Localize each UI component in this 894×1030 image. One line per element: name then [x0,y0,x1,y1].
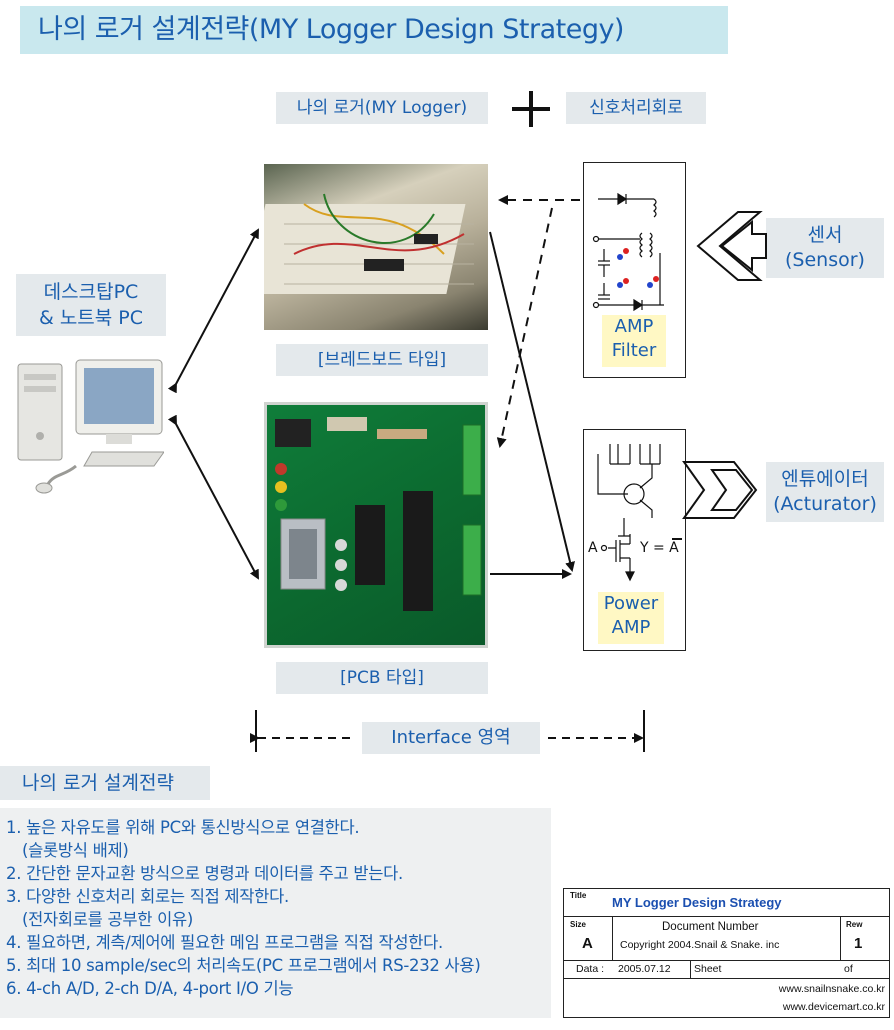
actuator-label-line-2: (Acturator) [773,493,877,515]
sheet-label: Sheet [694,963,722,975]
power-amp-tag: Power AMP [598,592,664,644]
plus-sign-vertical [529,91,533,127]
pcb-label: [PCB 타입] [276,662,488,694]
strategy-item: 3. 다양한 신호처리 회로는 직접 제작한다. [6,887,289,906]
title-label: Title [570,891,587,900]
title-block: Title MY Logger Design Strategy Size A D… [563,888,890,1018]
arrow-pc-pcb [167,414,259,580]
power-amp-line-2: AMP [611,617,651,638]
of-label: of [844,963,853,975]
strategy-item: 2. 간단한 문자교환 방식으로 명령과 데이터를 주고 받는다. [6,864,403,883]
interface-range [250,710,645,752]
date-label: Data : [576,963,605,975]
computer-icon [17,359,164,494]
rev-value: 1 [854,935,863,952]
pcb-photo [264,402,488,648]
circuit-input-a: A [588,540,598,556]
strategy-item: 6. 4-ch A/D, 2-ch D/A, 4-port I/O 기능 [6,979,294,998]
title-value: MY Logger Design Strategy [612,895,782,910]
strategy-item: 5. 최대 10 sample/sec의 처리속도(PC 프로그램에서 RS-2… [6,956,481,975]
not-overline [672,538,682,540]
page-title: 나의 로거 설계전략(MY Logger Design Strategy) [20,6,728,54]
title-block-title-row: Title MY Logger Design Strategy [564,889,889,917]
power-amp-circuit: A Y = A Power AMP [583,429,686,651]
strategy-title: 나의 로거 설계전략 [0,766,210,800]
sensor-label-line-2: (Sensor) [785,249,865,271]
strategy-item: (전자회로를 공부한 이유) [22,910,193,929]
signal-processing-label: 신호처리회로 [566,92,706,124]
actuator-label: 엔튜에이터 (Acturator) [766,462,884,522]
date-value: 2005.07.12 [618,963,671,975]
copyright: Copyright 2004.Snail & Snake. inc [620,939,780,951]
arrow-amp-to-pcb [496,207,553,448]
breadboard-label: [브레드보드 타입] [276,344,488,376]
arrow-breadboard-to-power [489,231,575,572]
amp-filter-schematic [592,192,664,312]
title-block-doc-row: Size A Document Number Copyright 2004.Sn… [564,917,889,961]
size-label: Size [570,920,587,929]
strategy-item: 4. 필요하면, 계측/제어에 필요한 메임 프로그램을 직접 작성한다. [6,933,443,952]
strategy-list: 1. 높은 자유도를 위해 PC와 통신방식으로 연결한다. (슬롯방식 배제)… [0,808,551,1018]
breadboard-photo [246,164,488,330]
pc-label-line-2: & 노트북 PC [38,307,144,329]
my-logger-label: 나의 로거(MY Logger) [276,92,488,124]
power-amp-schematic [597,444,661,582]
breadboard-illustration [246,193,474,294]
strategy-item: (슬롯방식 배제) [22,841,129,860]
actuator-arrow-icon [682,461,758,519]
circuit-output-y: Y = A [640,540,679,556]
pcb-illustration [275,417,482,611]
sensor-label-line-1: 센서 [807,224,843,246]
size-value: A [582,935,593,952]
url-2: www.devicemart.co.kr [782,1001,885,1013]
interface-label: Interface 영역 [362,722,540,754]
amp-filter-tag: AMP Filter [602,315,666,367]
sensor-label: 센서 (Sensor) [766,218,884,278]
amp-filter-line-1: AMP [614,316,654,337]
strategy-item: 1. 높은 자유도를 위해 PC와 통신방식으로 연결한다. [6,818,360,837]
arrow-pc-breadboard [167,228,259,394]
actuator-label-line-1: 엔튜에이터 [781,468,869,490]
url-1: www.snailnsnake.co.kr [778,983,885,995]
pc-label-line-1: 데스크탑PC [43,281,139,303]
rev-label: Rew [846,920,863,929]
amp-filter-circuit: AMP Filter [583,162,686,378]
power-amp-line-1: Power [603,593,659,614]
amp-filter-line-2: Filter [611,340,657,361]
sensor-arrow-icon [696,211,767,281]
pc-label: 데스크탑PC & 노트북 PC [16,274,166,336]
title-block-date-row: Data : 2005.07.12 Sheet of [564,961,889,979]
doc-label: Document Number [662,921,759,933]
